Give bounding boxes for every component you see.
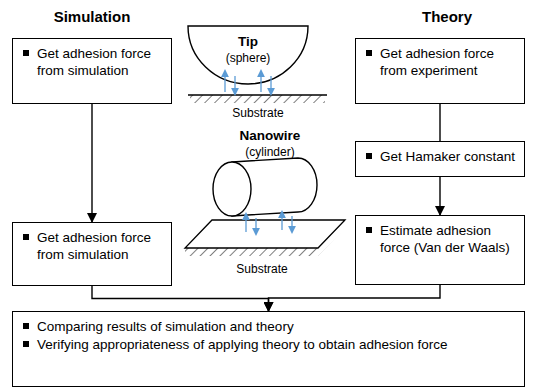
bullet-mark <box>366 50 372 56</box>
bullet-mark <box>366 153 372 159</box>
flow-arrow <box>439 177 440 215</box>
adhesion-arrows <box>225 73 271 92</box>
process-box: Comparing results of simulation and theo… <box>12 311 525 387</box>
process-box: Get adhesion force from simulation <box>12 38 172 104</box>
part-name: Tip <box>238 34 258 50</box>
process-box: Get Hamaker constant <box>355 141 525 177</box>
nanowire-cylinder <box>213 158 317 216</box>
bullet-item: Estimate adhesion force (Van der Waals) <box>364 222 516 256</box>
part-note: (sphere) <box>226 51 271 65</box>
flow-arrow <box>91 104 92 222</box>
bullet-item: Verifying appropriateness of applying th… <box>21 336 516 353</box>
box-text: Comparing results of simulation and theo… <box>37 319 294 334</box>
bullet-item: Get adhesion force from simulation <box>21 229 163 263</box>
part-name: Substrate <box>236 262 287 276</box>
column-heading: Simulation <box>54 8 131 26</box>
adhesion-arrows <box>246 214 292 232</box>
bullet-mark <box>23 341 29 347</box>
box-text: Verifying appropriateness of applying th… <box>37 337 448 352</box>
box-text: Get adhesion force from simulation <box>37 230 151 262</box>
process-box: Get adhesion force from simulation <box>12 222 172 286</box>
part-name: Nanowire <box>240 128 301 144</box>
box-text: Get adhesion force from simulation <box>37 46 151 78</box>
flow-arrow <box>439 104 440 141</box>
tip-substrate <box>188 95 327 103</box>
column-heading: Theory <box>422 8 472 26</box>
flow-arrow <box>269 285 441 311</box>
bullet-item: Get adhesion force from simulation <box>21 45 163 79</box>
bullet-mark <box>23 234 29 240</box>
bullet-mark <box>23 323 29 329</box>
box-text: Estimate adhesion force (Van der Waals) <box>380 223 510 255</box>
bullet-item: Get Hamaker constant <box>364 148 516 165</box>
part-name: Substrate <box>232 106 283 120</box>
bullet-mark <box>23 50 29 56</box>
process-box: Get adhesion force from experiment <box>355 38 525 104</box>
bullet-item: Get adhesion force from experiment <box>364 45 516 79</box>
bullet-item: Comparing results of simulation and theo… <box>21 318 516 335</box>
box-text: Get adhesion force from experiment <box>380 46 494 78</box>
bullet-mark <box>366 227 372 233</box>
flow-arrow <box>92 286 269 311</box>
nanowire-substrate <box>185 220 345 256</box>
box-text: Get Hamaker constant <box>380 149 515 164</box>
tip-sphere <box>188 26 308 84</box>
process-box: Estimate adhesion force (Van der Waals) <box>355 215 525 285</box>
part-note: (cylinder) <box>245 145 294 159</box>
